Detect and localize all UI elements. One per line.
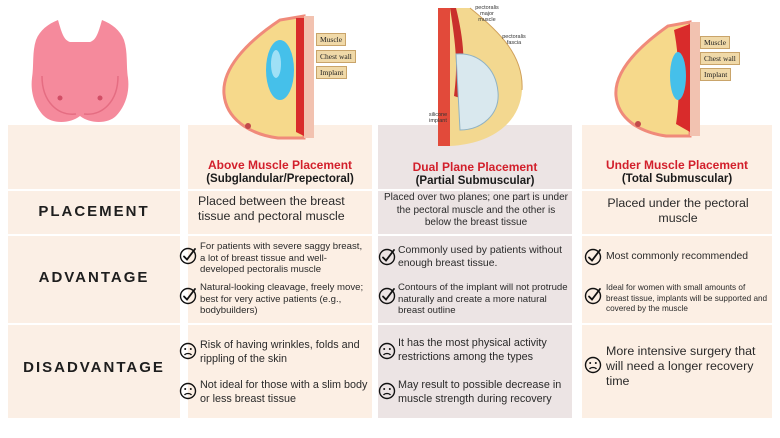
label-implant: Implant xyxy=(700,68,732,81)
placement-text: Placed under the pectoral muscle xyxy=(607,196,749,225)
column-subtitle: (Subglandular/Prepectoral) xyxy=(206,173,354,185)
column-title: Under Muscle Placement xyxy=(605,158,749,172)
row-separator xyxy=(8,189,772,191)
check-circle-icon xyxy=(179,247,197,265)
column-1-title: Above Muscle Placement (Subglandular/Pre… xyxy=(188,158,372,186)
above-muscle-diagram xyxy=(222,14,314,140)
advantage-text: For patients with severe saggy breast, a… xyxy=(200,241,363,275)
under-muscle-diagram xyxy=(614,20,700,138)
label-silicone-implant: silicone implant xyxy=(428,112,448,124)
column-1-bg xyxy=(188,125,372,418)
column-2-title: Dual Plane Placement (Partial Submuscula… xyxy=(378,160,572,188)
column-subtitle: (Partial Submuscular) xyxy=(415,175,535,187)
disadvantage-text: It has the most physical activity restri… xyxy=(398,337,547,363)
column-3-bg xyxy=(582,125,772,418)
label-column-bg xyxy=(8,125,180,418)
label-pectoralis-major: pectoralis major muscle xyxy=(475,5,499,23)
label-pectoralis-fascia: pectoralis fascia xyxy=(502,34,526,46)
check-circle-icon xyxy=(584,287,602,305)
row-label-disadvantage: DISADVANTAGE xyxy=(23,359,165,376)
row-label-placement: PLACEMENT xyxy=(38,203,150,220)
advantage-text: Ideal for women with small amounts of br… xyxy=(606,283,768,313)
sad-face-icon xyxy=(179,382,197,400)
label-chest-wall: Chest wall xyxy=(316,50,356,63)
check-circle-icon xyxy=(584,248,602,266)
advantage-text: Contours of the implant will not protrud… xyxy=(398,282,568,316)
dual-plane-diagram xyxy=(438,7,523,146)
column-subtitle: (Total Submuscular) xyxy=(621,173,733,185)
sad-face-icon xyxy=(584,356,602,374)
column-title: Above Muscle Placement xyxy=(207,158,353,172)
row-separator xyxy=(8,234,772,236)
label-muscle: Muscle xyxy=(700,36,731,49)
torso-illustration xyxy=(31,20,129,122)
disadvantage-text: May result to possible decrease in muscl… xyxy=(398,379,562,405)
row-separator xyxy=(8,323,772,325)
label-implant: Implant xyxy=(316,66,348,79)
row-label-advantage: ADVANTAGE xyxy=(38,269,150,286)
disadvantage-text: Not ideal for those with a slim body or … xyxy=(200,379,368,405)
sad-face-icon xyxy=(179,342,197,360)
label-chest-wall: Chest wall xyxy=(700,52,740,65)
check-circle-icon xyxy=(378,287,396,305)
sad-face-icon xyxy=(378,382,396,400)
sad-face-icon xyxy=(378,342,396,360)
disadvantage-text: More intensive surgery that will need a … xyxy=(606,344,756,388)
column-3-title: Under Muscle Placement (Total Submuscula… xyxy=(582,158,772,186)
placement-text: Placed between the breast tissue and pec… xyxy=(198,194,345,223)
advantage-text: Commonly used by patients without enough… xyxy=(398,245,563,269)
advantage-text: Most commonly recommended xyxy=(606,251,749,262)
label-muscle: Muscle xyxy=(316,33,347,46)
check-circle-icon xyxy=(179,287,197,305)
check-circle-icon xyxy=(378,248,396,266)
advantage-text: Natural-looking cleavage, freely move; b… xyxy=(200,282,364,316)
column-2-bg xyxy=(378,125,572,418)
column-title: Dual Plane Placement xyxy=(412,160,538,174)
placement-text: Placed over two planes; one part is unde… xyxy=(384,192,568,228)
disadvantage-text: Risk of having wrinkles, folds and rippl… xyxy=(200,339,360,365)
